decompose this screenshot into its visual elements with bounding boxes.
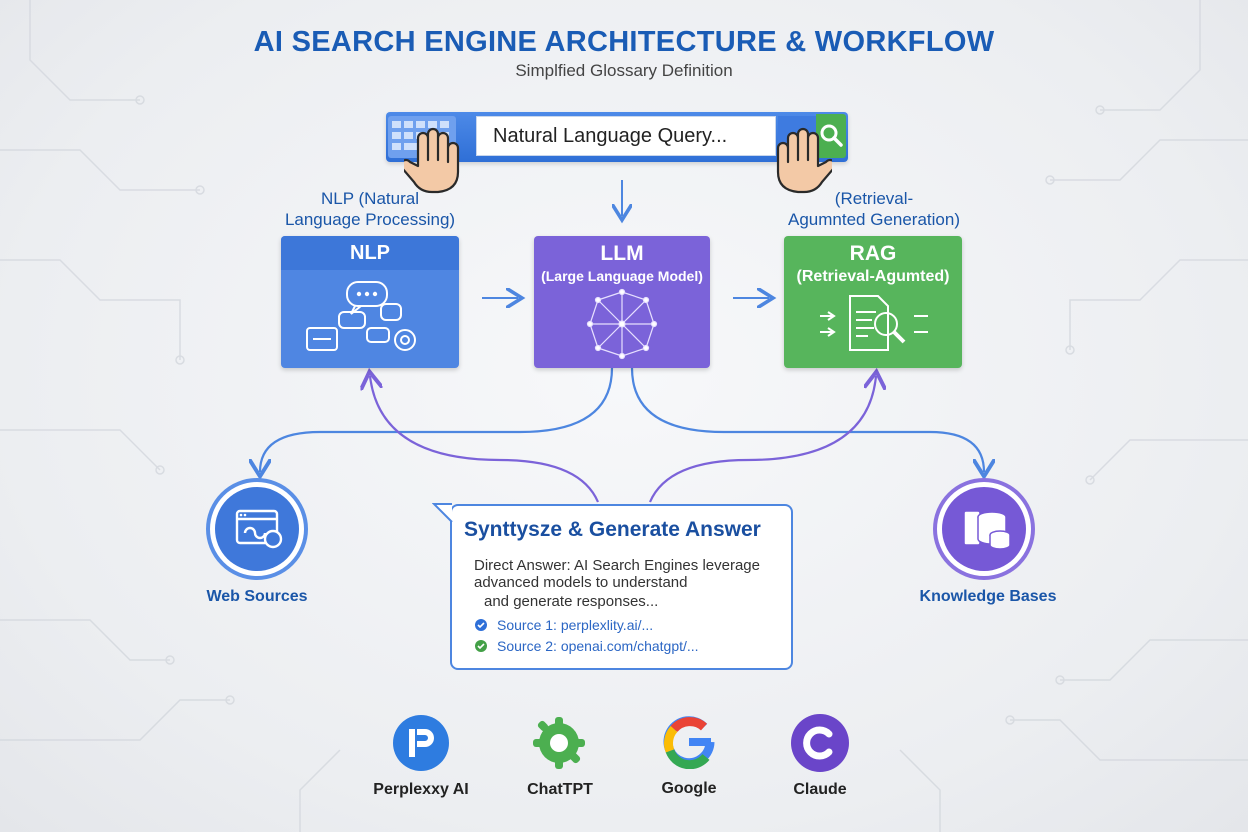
answer-to-rag-arrow bbox=[648, 376, 876, 503]
document-search-icon bbox=[820, 295, 928, 351]
rag-title: RAG bbox=[849, 242, 897, 265]
chat-bubbles-icon bbox=[306, 281, 416, 351]
answer-line-2: advanced models to understand bbox=[474, 574, 688, 591]
web-browser-icon bbox=[235, 509, 283, 549]
llm-node: LLM (Large Language Model) bbox=[534, 236, 710, 368]
web-sources-node bbox=[206, 478, 308, 580]
answer-line-3: and generate responses... bbox=[484, 593, 659, 610]
answer-card-pointer bbox=[432, 503, 453, 523]
answer-to-nlp-arrow bbox=[370, 376, 600, 503]
nlp-node: NLP bbox=[281, 236, 459, 368]
llm-to-kb-arrow bbox=[630, 367, 984, 472]
google-logo-icon bbox=[662, 715, 716, 770]
llm-to-web-arrow bbox=[260, 367, 614, 472]
answer-card bbox=[450, 504, 793, 670]
source1-check-icon bbox=[475, 619, 487, 631]
rag-label-line1: (Retrieval- bbox=[834, 189, 914, 208]
perplexity-logo-icon bbox=[393, 715, 449, 771]
neural-network-icon bbox=[586, 288, 658, 360]
answer-title: Synttysze & Generate Answer bbox=[464, 518, 761, 541]
nlp-label-line2: Language Processing) bbox=[284, 210, 456, 229]
search-input[interactable]: Natural Language Query... bbox=[476, 116, 776, 156]
nlp-title: NLP bbox=[281, 236, 459, 270]
left-hand-icon bbox=[404, 127, 460, 194]
page-subtitle: Simplfied Glossary Definition bbox=[515, 61, 733, 80]
llm-title: LLM bbox=[600, 242, 644, 265]
rag-label-line2: Agumnted Generation) bbox=[788, 210, 960, 229]
nlp-label-line1: NLP (Natural bbox=[321, 189, 419, 208]
web-sources-label: Web Sources bbox=[206, 588, 308, 605]
knowledge-bases-label: Knowledge Bases bbox=[919, 588, 1057, 605]
chatgpt-label: ChatTPT bbox=[527, 781, 593, 798]
search-button[interactable] bbox=[816, 114, 846, 158]
source-1-link[interactable]: Source 1: perplexlity.ai/... bbox=[497, 617, 654, 633]
rag-node: RAG (Retrieval-Agumted) bbox=[784, 236, 962, 368]
knowledge-bases-node bbox=[933, 478, 1035, 580]
source-2-link[interactable]: Source 2: openai.com/chatgpt/... bbox=[497, 638, 699, 654]
llm-subtitle: (Large Language Model) bbox=[541, 268, 703, 284]
search-icon bbox=[820, 124, 843, 147]
chatgpt-logo-icon bbox=[530, 714, 588, 772]
database-icon bbox=[963, 510, 1011, 550]
claude-logo-icon bbox=[791, 714, 849, 772]
rag-subtitle: (Retrieval-Agumted) bbox=[796, 268, 950, 285]
google-label: Google bbox=[661, 780, 717, 797]
source2-check-icon bbox=[475, 640, 487, 652]
claude-label: Claude bbox=[793, 781, 847, 798]
perplexity-label: Perplexxy AI bbox=[373, 781, 469, 798]
page-title: AI SEARCH ENGINE ARCHITECTURE & WORKFLOW bbox=[253, 26, 995, 58]
right-hand-icon bbox=[776, 127, 832, 194]
answer-line-1: Direct Answer: AI Search Engines leverag… bbox=[474, 557, 760, 574]
